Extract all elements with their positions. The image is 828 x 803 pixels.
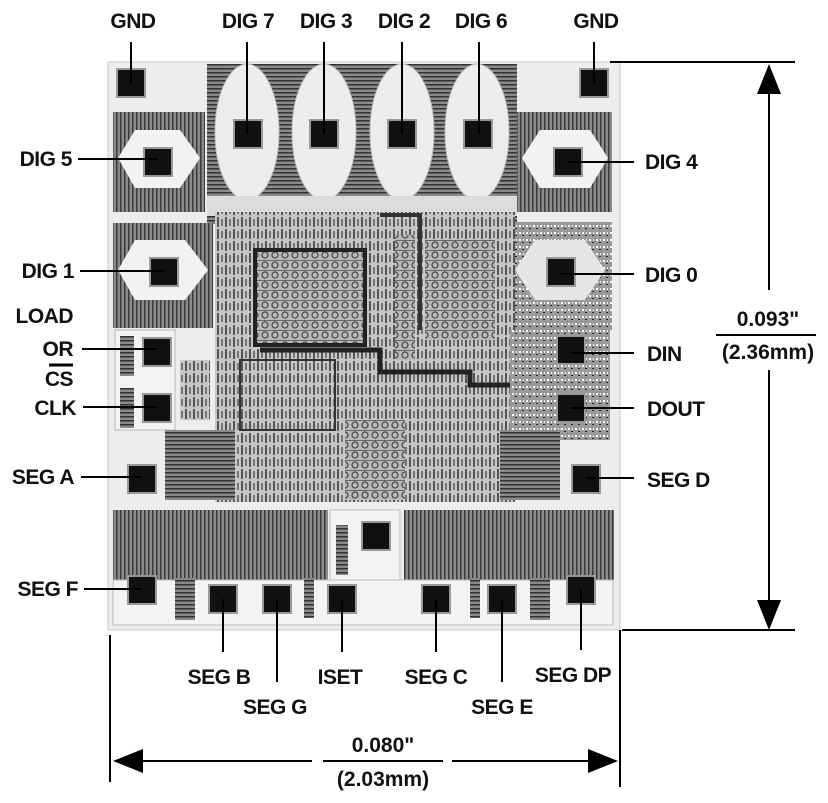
label-dig0: DIG 0 [645,264,697,287]
label-clk: CLK [34,397,76,420]
label-dig3: DIG 3 [300,10,352,33]
height-mm: (2.36mm) [722,341,814,364]
label-seg-dp: SEG DP [535,664,612,687]
pad-seg-a [127,464,157,494]
label-din: DIN [647,343,682,366]
pad-iset-upper [361,521,391,551]
width-inches: 0.080" [352,734,415,757]
width-mm: (2.03mm) [337,768,429,791]
label-dig1: DIG 1 [22,260,75,283]
logic-core [180,212,520,502]
arrow-left-icon [113,749,143,773]
label-gnd-left: GND [110,10,156,33]
arrow-up-icon [757,64,781,94]
label-iset: ISET [318,666,363,689]
height-dimension: 0.093" (2.36mm) [610,61,816,631]
label-dig5: DIG 5 [20,148,73,171]
label-seg-c: SEG C [405,666,468,689]
label-seg-d: SEG D [647,469,710,492]
label-seg-g: SEG G [243,696,307,719]
label-dig7: DIG 7 [222,10,274,33]
pad-din [556,335,586,365]
width-dimension: 0.080" (2.03mm) [109,630,621,791]
arrow-down-icon [757,600,781,630]
label-load: LOAD [16,305,74,328]
label-dout: DOUT [647,398,705,421]
label-or: OR [43,338,74,361]
label-seg-a: SEG A [12,466,74,489]
leader-lines [78,42,634,682]
label-seg-b: SEG B [188,666,251,689]
label-dig6: DIG 6 [455,10,507,33]
pad-dig0 [546,257,576,287]
height-inches: 0.093" [737,308,800,331]
label-dig4: DIG 4 [645,151,698,174]
pad-dig5 [143,147,173,177]
label-seg-e: SEG E [471,696,533,719]
label-dig2: DIG 2 [378,10,430,33]
label-cs: CS [45,368,74,391]
pad-load [142,337,172,367]
pad-labels: GND DIG 7 DIG 3 DIG 2 DIG 6 GND DIG 5 DI… [12,10,711,719]
die [107,61,621,631]
label-seg-f: SEG F [17,578,78,601]
arrow-right-icon [588,749,618,773]
label-gnd-right: GND [573,10,619,33]
